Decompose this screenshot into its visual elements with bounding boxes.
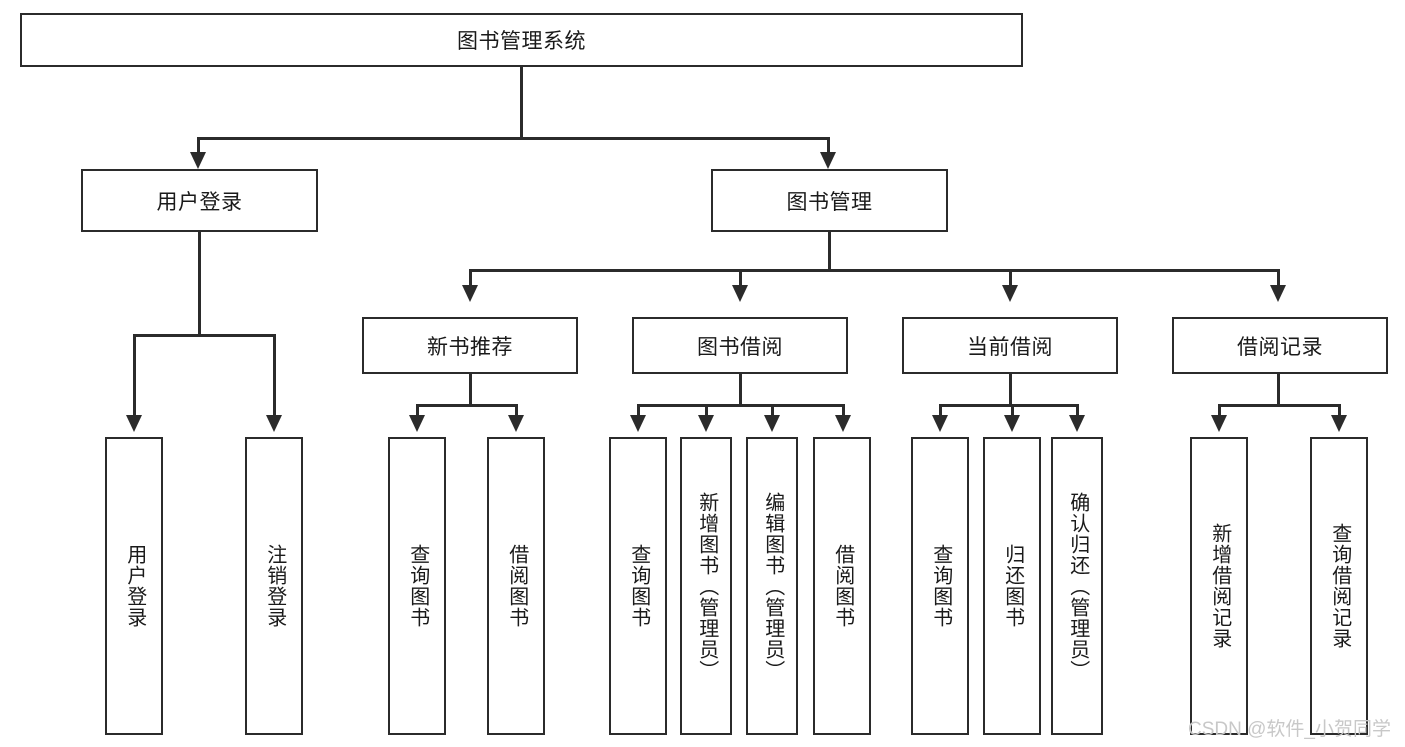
connector-userlogin-stem [198,232,201,337]
connector-borrowrecords-bus [1218,404,1341,407]
node-label: 借阅图书 [505,544,528,628]
connector-userlogin-drop-1 [133,334,136,418]
connector-bookborrow-drop-4 [842,404,845,418]
connector-currentborrow-bus [939,404,1078,407]
node-label: 查询图书 [406,544,429,628]
node-leaf-edit-book-admin[interactable]: 编辑图书（管理员） [746,437,798,735]
node-label: 新书推荐 [427,335,513,359]
node-leaf-query-borrow-record[interactable]: 查询借阅记录 [1310,437,1368,735]
node-label: 当前借阅 [967,335,1053,359]
node-leaf-confirm-return-admin[interactable]: 确认归还（管理员） [1051,437,1103,735]
node-leaf-add-borrow-record[interactable]: 新增借阅记录 [1190,437,1248,735]
arrowhead-to-leaf-edit-book [764,415,780,432]
connector-newbook-stem [469,374,472,406]
arrowhead-to-user-login [190,152,206,169]
connector-root-drop-2 [827,137,830,159]
connector-newbook-bus [416,404,517,407]
arrowhead-to-borrow-records [1270,285,1286,302]
connector-root-drop-1 [197,137,200,159]
connector-bookmgmt-drop-2 [739,269,742,289]
connector-bookmgmt-drop-1 [469,269,472,289]
node-label: 注销登录 [263,544,286,628]
arrowhead-to-leaf-borrow-book-1 [508,415,524,432]
arrowhead-to-current-borrow [1002,285,1018,302]
node-label: 查询图书 [627,544,650,628]
connector-bookmgmt-drop-4 [1277,269,1280,289]
connector-bookborrow-drop-3 [771,404,774,418]
node-label: 编辑图书（管理员） [761,491,784,681]
node-label: 新增借阅记录 [1208,523,1231,649]
arrowhead-to-leaf-add-record [1211,415,1227,432]
connector-bookmgmt-stem [828,232,831,272]
connector-newbook-drop-1 [416,404,419,418]
node-label: 确认归还（管理员） [1066,491,1089,681]
node-label: 新增图书（管理员） [695,491,718,681]
node-book-management[interactable]: 图书管理 [711,169,948,232]
node-user-login[interactable]: 用户登录 [81,169,318,232]
node-leaf-borrow-book[interactable]: 借阅图书 [813,437,871,735]
csdn-watermark: CSDN @软件_小贺同学 [1188,719,1391,740]
node-leaf-return-book[interactable]: 归还图书 [983,437,1041,735]
arrowhead-to-leaf-query-book-1 [409,415,425,432]
connector-currentborrow-drop-2 [1011,404,1014,418]
node-label: 借阅图书 [831,544,854,628]
connector-bookborrow-drop-1 [637,404,640,418]
node-leaf-logout[interactable]: 注销登录 [245,437,303,735]
node-leaf-query-book-recommend[interactable]: 查询图书 [388,437,446,735]
node-label: 用户登录 [156,190,243,214]
arrowhead-to-leaf-confirm-return [1069,415,1085,432]
node-book-borrow[interactable]: 图书借阅 [632,317,848,374]
node-label: 借阅记录 [1237,335,1323,359]
arrowhead-to-leaf-user-login [126,415,142,432]
arrowhead-to-new-book-recommend [462,285,478,302]
connector-currentborrow-drop-3 [1076,404,1079,418]
node-leaf-borrow-book-recommend[interactable]: 借阅图书 [487,437,545,735]
arrowhead-to-leaf-query-record [1331,415,1347,432]
connector-bookmgmt-bus [469,269,1280,272]
connector-bookborrow-stem [739,374,742,406]
connector-borrowrecords-stem [1277,374,1280,406]
connector-bookborrow-drop-2 [705,404,708,418]
node-borrow-records[interactable]: 借阅记录 [1172,317,1388,374]
node-current-borrow[interactable]: 当前借阅 [902,317,1118,374]
connector-currentborrow-stem [1009,374,1012,406]
node-leaf-query-book-borrow[interactable]: 查询图书 [609,437,667,735]
arrowhead-to-leaf-query-book-2 [630,415,646,432]
connector-root-bus [197,137,830,140]
node-label: 查询借阅记录 [1328,523,1351,649]
node-label: 图书管理 [786,190,873,214]
node-label: 图书管理系统 [457,30,586,53]
arrowhead-to-leaf-query-book-3 [932,415,948,432]
node-leaf-query-book-current[interactable]: 查询图书 [911,437,969,735]
arrowhead-to-leaf-borrow-book-2 [835,415,851,432]
connector-root-stem [520,67,523,139]
arrowhead-to-leaf-logout [266,415,282,432]
node-label: 图书借阅 [697,335,783,359]
node-label: 查询图书 [929,544,952,628]
arrowhead-to-leaf-return-book [1004,415,1020,432]
node-leaf-add-book-admin[interactable]: 新增图书（管理员） [680,437,732,735]
connector-userlogin-drop-2 [273,334,276,418]
node-label: 用户登录 [123,544,146,628]
connector-borrowrecords-drop-2 [1338,404,1341,418]
connector-bookborrow-bus [637,404,845,407]
connector-newbook-drop-2 [515,404,518,418]
node-root-book-management-system[interactable]: 图书管理系统 [20,13,1023,67]
connector-currentborrow-drop-1 [939,404,942,418]
arrowhead-to-book-borrow [732,285,748,302]
node-leaf-user-login[interactable]: 用户登录 [105,437,163,735]
connector-userlogin-bus [133,334,275,337]
arrowhead-to-book-manage [820,152,836,169]
node-new-book-recommend[interactable]: 新书推荐 [362,317,578,374]
node-label: 归还图书 [1001,544,1024,628]
arrowhead-to-leaf-add-book [698,415,714,432]
connector-borrowrecords-drop-1 [1218,404,1221,418]
connector-bookmgmt-drop-3 [1009,269,1012,289]
